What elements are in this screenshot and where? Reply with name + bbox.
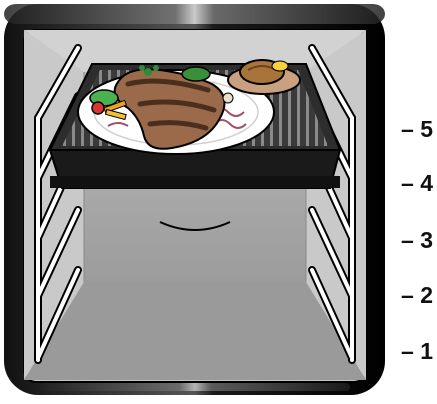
rack-level-label-5: – 5 — [401, 118, 433, 141]
oven-floor — [24, 282, 366, 380]
rack-level-label-2: – 2 — [401, 284, 433, 307]
rack-level-label-1: – 1 — [401, 340, 433, 363]
rack-level-label-3: – 3 — [401, 229, 433, 252]
oven-frame-bottom-highlight — [40, 383, 350, 391]
oven-frame-highlight — [4, 4, 385, 24]
rack-level-label-4: – 4 — [401, 172, 433, 195]
